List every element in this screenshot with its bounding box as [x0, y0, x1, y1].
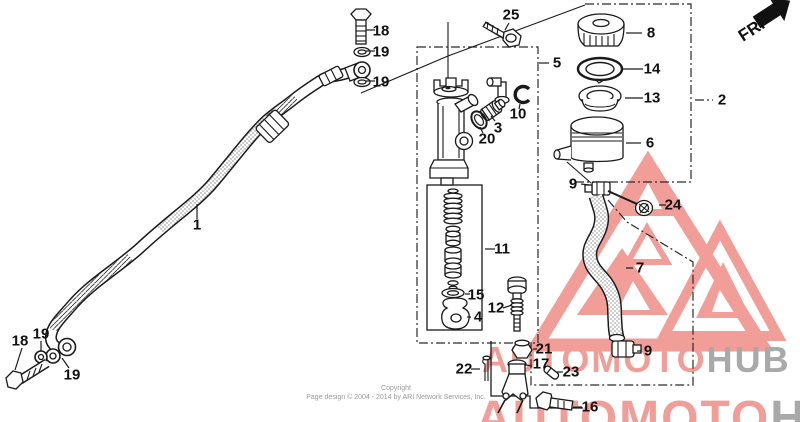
stopper-bolt-16: [535, 391, 574, 411]
mount-bolt-25: [482, 21, 522, 48]
part-label-9[interactable]: 9: [644, 343, 652, 360]
diaphragm-13: [578, 85, 622, 112]
lock-nut-21: [511, 339, 533, 359]
watermark-peak-center: [577, 248, 668, 315]
washer-15: [441, 287, 465, 299]
banjo-bolt-top: [350, 8, 372, 45]
part-label-17[interactable]: 17: [533, 356, 550, 373]
hose-sleeve-texture: [156, 117, 270, 235]
hose-clamp-9-bottom: [611, 340, 642, 358]
piston-kit: [443, 188, 463, 291]
part-label-5[interactable]: 5: [553, 55, 561, 72]
boundary-right: [530, 199, 694, 386]
brake-hose: [5, 8, 372, 390]
sealing-washer-top-1: [353, 46, 371, 58]
part-label-15[interactable]: 15: [468, 287, 485, 304]
piston-kit-box-11: [426, 184, 483, 331]
part-label-4[interactable]: 4: [474, 309, 483, 326]
elbow-pipe: [486, 77, 510, 105]
boot-4: [441, 297, 470, 330]
joint-clevis-17: [497, 359, 529, 414]
part-label-24[interactable]: 24: [665, 197, 682, 214]
part-label-10[interactable]: 10: [510, 106, 527, 123]
part-label-25[interactable]: 25: [503, 7, 520, 24]
subassembly-box-2: [570, 3, 692, 183]
snap-pin-22: [482, 355, 491, 381]
hose-top-ferrule: [318, 65, 344, 87]
watermark-peak-right: [696, 262, 751, 318]
part-label-19[interactable]: 19: [33, 326, 50, 343]
hose-mid-fitting: [255, 109, 290, 144]
part-label-23[interactable]: 23: [563, 364, 580, 381]
part-label-11[interactable]: 11: [494, 241, 510, 258]
part-label-7[interactable]: 7: [636, 260, 644, 277]
hose-braid-lower: [49, 253, 133, 332]
part-label-21[interactable]: 21: [536, 341, 553, 358]
part-label-2[interactable]: 2: [718, 92, 726, 109]
part-label-3[interactable]: 3: [494, 120, 502, 137]
reservoir-6: [553, 116, 624, 173]
leader-lines: [14, 22, 713, 408]
joint-bolt-3: [480, 98, 506, 121]
screw-24: [607, 190, 654, 217]
part-label-13[interactable]: 13: [644, 90, 661, 107]
part-label-22[interactable]: 22: [456, 361, 473, 378]
banjo-bolt-bottom: [5, 358, 50, 390]
copyright-line1: Copyright: [381, 385, 411, 392]
set-ring-14: [576, 56, 624, 84]
front-direction-arrow-icon: [752, 0, 791, 29]
o-ring-20: [470, 110, 488, 130]
subassembly-box-5: [416, 46, 539, 344]
reservoir-clamp-leader: [566, 161, 592, 184]
part-label-19[interactable]: 19: [373, 74, 390, 91]
reservoir-hose-7: [582, 193, 626, 343]
part-label-12[interactable]: 12: [488, 300, 505, 317]
sealing-washer-top-2: [353, 76, 371, 88]
part-label-20[interactable]: 20: [479, 131, 496, 148]
master-cylinder: [429, 77, 531, 186]
joint-pin-23: [543, 365, 560, 380]
part-label-19[interactable]: 19: [64, 367, 81, 384]
copyright-line2: Page design © 2004 - 2014 by ARI Network…: [306, 393, 486, 401]
part-label-6[interactable]: 6: [646, 135, 654, 152]
explode-leader-line: [360, 4, 586, 94]
reservoir-cap-8: [577, 13, 625, 47]
reference-boxes: [360, 3, 694, 409]
watermark-triangle-right: [655, 219, 787, 341]
watermark-triangle-small: [622, 221, 673, 265]
part-label-18[interactable]: 18: [373, 23, 390, 40]
circlip-10: [513, 84, 531, 105]
hose-clamp-9-top: [584, 181, 611, 196]
part-label-18[interactable]: 18: [12, 333, 29, 350]
cylinder-tab: [440, 177, 454, 186]
part-label-1[interactable]: 1: [193, 217, 201, 234]
front-direction-marker: FR.: [735, 0, 791, 45]
part-label-14[interactable]: 14: [644, 61, 661, 78]
part-label-19[interactable]: 19: [373, 44, 390, 61]
part-label-9[interactable]: 9: [569, 176, 577, 193]
part-label-16[interactable]: 16: [582, 399, 599, 416]
footer: Copyright Page design © 2004 - 2014 by A…: [306, 385, 486, 401]
pushrod-12: [507, 276, 527, 332]
part-label-8[interactable]: 8: [647, 25, 655, 42]
